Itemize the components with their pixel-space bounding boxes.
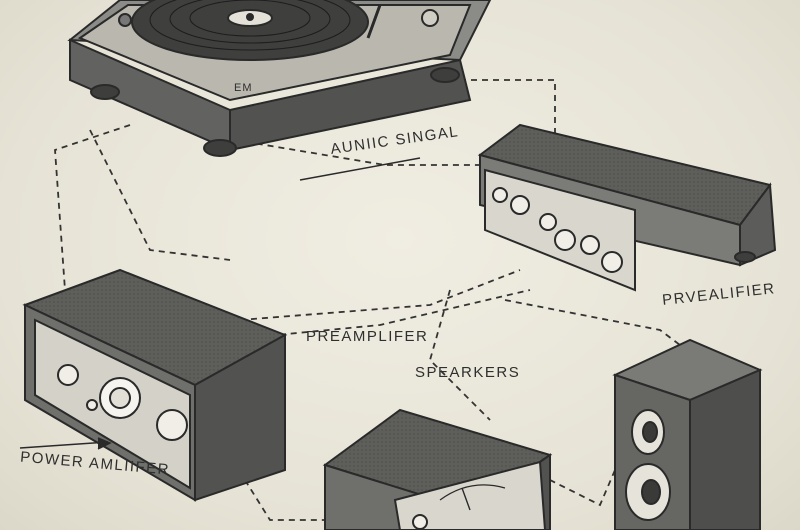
wire-left-loop <box>89 129 231 261</box>
wire-preamp-to-power <box>224 289 531 341</box>
speaker-icon <box>612 338 763 530</box>
signal-arrow <box>19 157 421 450</box>
preamplifier-center-label: PREAMPLIFER <box>306 328 429 345</box>
wire-preamp-to-center <box>239 269 521 321</box>
wire-speakers-loop <box>428 289 491 421</box>
meter-amplifier-icon <box>322 408 553 530</box>
wire-right-down <box>529 469 616 507</box>
power-amplifier-icon <box>22 268 288 502</box>
speakers-label: SPEARKERS <box>415 364 521 381</box>
preamplifier-icon <box>477 123 777 292</box>
turntable-icon <box>67 0 492 157</box>
turntable-mark: Em <box>234 82 253 94</box>
wire-turntable-left <box>54 124 131 291</box>
